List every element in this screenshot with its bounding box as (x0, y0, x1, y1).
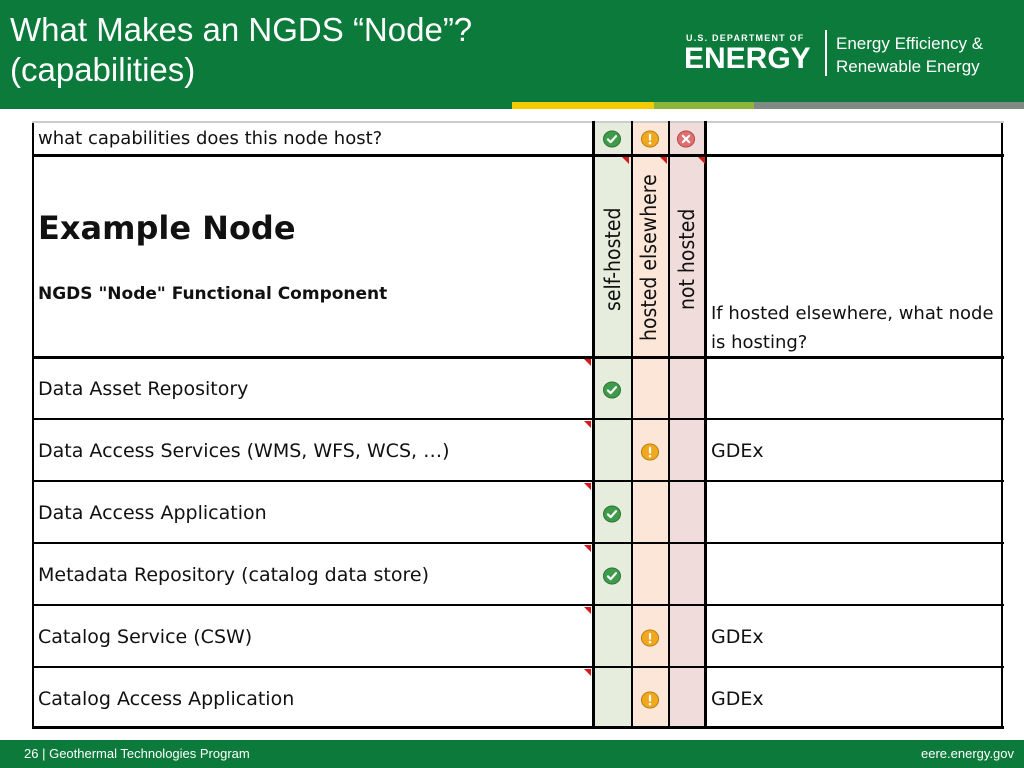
component-name: Catalog Access Application (38, 688, 295, 710)
table-right-border (1001, 121, 1003, 729)
comment-marker[interactable] (584, 421, 591, 428)
footer-program: 26 | Geothermal Technologies Program (24, 746, 250, 761)
x-icon (677, 130, 695, 148)
not-hosted-column-divider (704, 121, 707, 729)
row-divider (32, 480, 1004, 482)
check-icon (603, 505, 621, 523)
hosting-node: GDEx (711, 626, 764, 648)
doe-logo-wordmark: ENERGY (684, 42, 811, 75)
not-hosted-column-bg (669, 121, 705, 729)
hosted-elsewhere-column-header: hosted elsewhere (637, 174, 661, 341)
hosted-elsewhere-column-bg (631, 121, 669, 729)
row-divider (32, 666, 1004, 668)
header-bottom-border (32, 356, 1004, 359)
header-stripe-gray (754, 102, 1024, 109)
slide-footer: 26 | Geothermal Technologies Program eer… (0, 740, 1024, 768)
capabilities-table: what capabilities does this node host? E… (32, 121, 1004, 729)
self-hosted-column-header: self-hosted (601, 207, 625, 311)
comment-marker[interactable] (584, 669, 591, 676)
eere-office-name: Energy Efficiency & Renewable Energy (836, 32, 983, 78)
header-stripe-green (0, 102, 512, 109)
eere-office-line-2: Renewable Energy (836, 57, 980, 76)
table-top-border (32, 121, 1004, 123)
comment-marker[interactable] (584, 545, 591, 552)
not-hosted-column-header: not hosted (675, 208, 699, 310)
comment-marker[interactable] (584, 483, 591, 490)
component-name: Catalog Service (CSW) (38, 626, 253, 648)
hosting-node: GDEx (711, 688, 764, 710)
footer-url: eere.energy.gov (921, 746, 1014, 761)
hosting-node-column-header: If hosted elsewhere, what node is hostin… (711, 303, 994, 353)
check-icon (603, 567, 621, 585)
component-name: Data Access Application (38, 502, 267, 524)
self-hosted-column-divider (631, 121, 633, 729)
comment-marker[interactable] (584, 607, 591, 614)
comment-marker[interactable] (584, 359, 591, 366)
header-stripe-yellow (512, 102, 654, 109)
exclamation-icon (641, 691, 659, 709)
exclamation-icon (641, 443, 659, 461)
check-icon (603, 381, 621, 399)
comment-marker[interactable] (698, 157, 705, 164)
hosting-node: GDEx (711, 440, 764, 462)
page-number: 26 (24, 746, 39, 761)
comment-marker[interactable] (660, 157, 667, 164)
component-name: Data Access Services (WMS, WFS, WCS, …) (38, 440, 450, 462)
component-name: Metadata Repository (catalog data store) (38, 564, 429, 586)
row-divider (32, 418, 1004, 420)
slide-header: What Makes an NGDS “Node”? (capabilities… (0, 0, 1024, 102)
header-stripe-lightgreen (654, 102, 754, 109)
hosted-elsewhere-column-divider (668, 121, 670, 729)
exclamation-icon (641, 629, 659, 647)
slide-title: What Makes an NGDS “Node”? (capabilities… (10, 11, 473, 88)
table-bottom-border (32, 726, 1004, 729)
self-hosted-column-bg (593, 121, 631, 729)
table-left-border (32, 121, 34, 729)
component-column-divider (592, 121, 595, 729)
logo-divider (825, 30, 827, 76)
program-name: | Geothermal Technologies Program (42, 746, 250, 761)
example-node-heading: Example Node (38, 209, 296, 247)
exclamation-icon (641, 130, 659, 148)
question-text: what capabilities does this node host? (38, 128, 383, 149)
question-row-blank (705, 121, 1004, 156)
doe-logo-subtitle: U.S. DEPARTMENT OF (686, 33, 805, 43)
row-divider (32, 542, 1004, 544)
component-name: Data Asset Repository (38, 378, 249, 400)
check-icon (603, 130, 621, 148)
row-divider (32, 604, 1004, 606)
eere-office-line-1: Energy Efficiency & (836, 34, 984, 53)
component-column-heading: NGDS "Node" Functional Component (38, 284, 388, 304)
comment-marker[interactable] (622, 157, 629, 164)
header-divider (32, 154, 1004, 157)
